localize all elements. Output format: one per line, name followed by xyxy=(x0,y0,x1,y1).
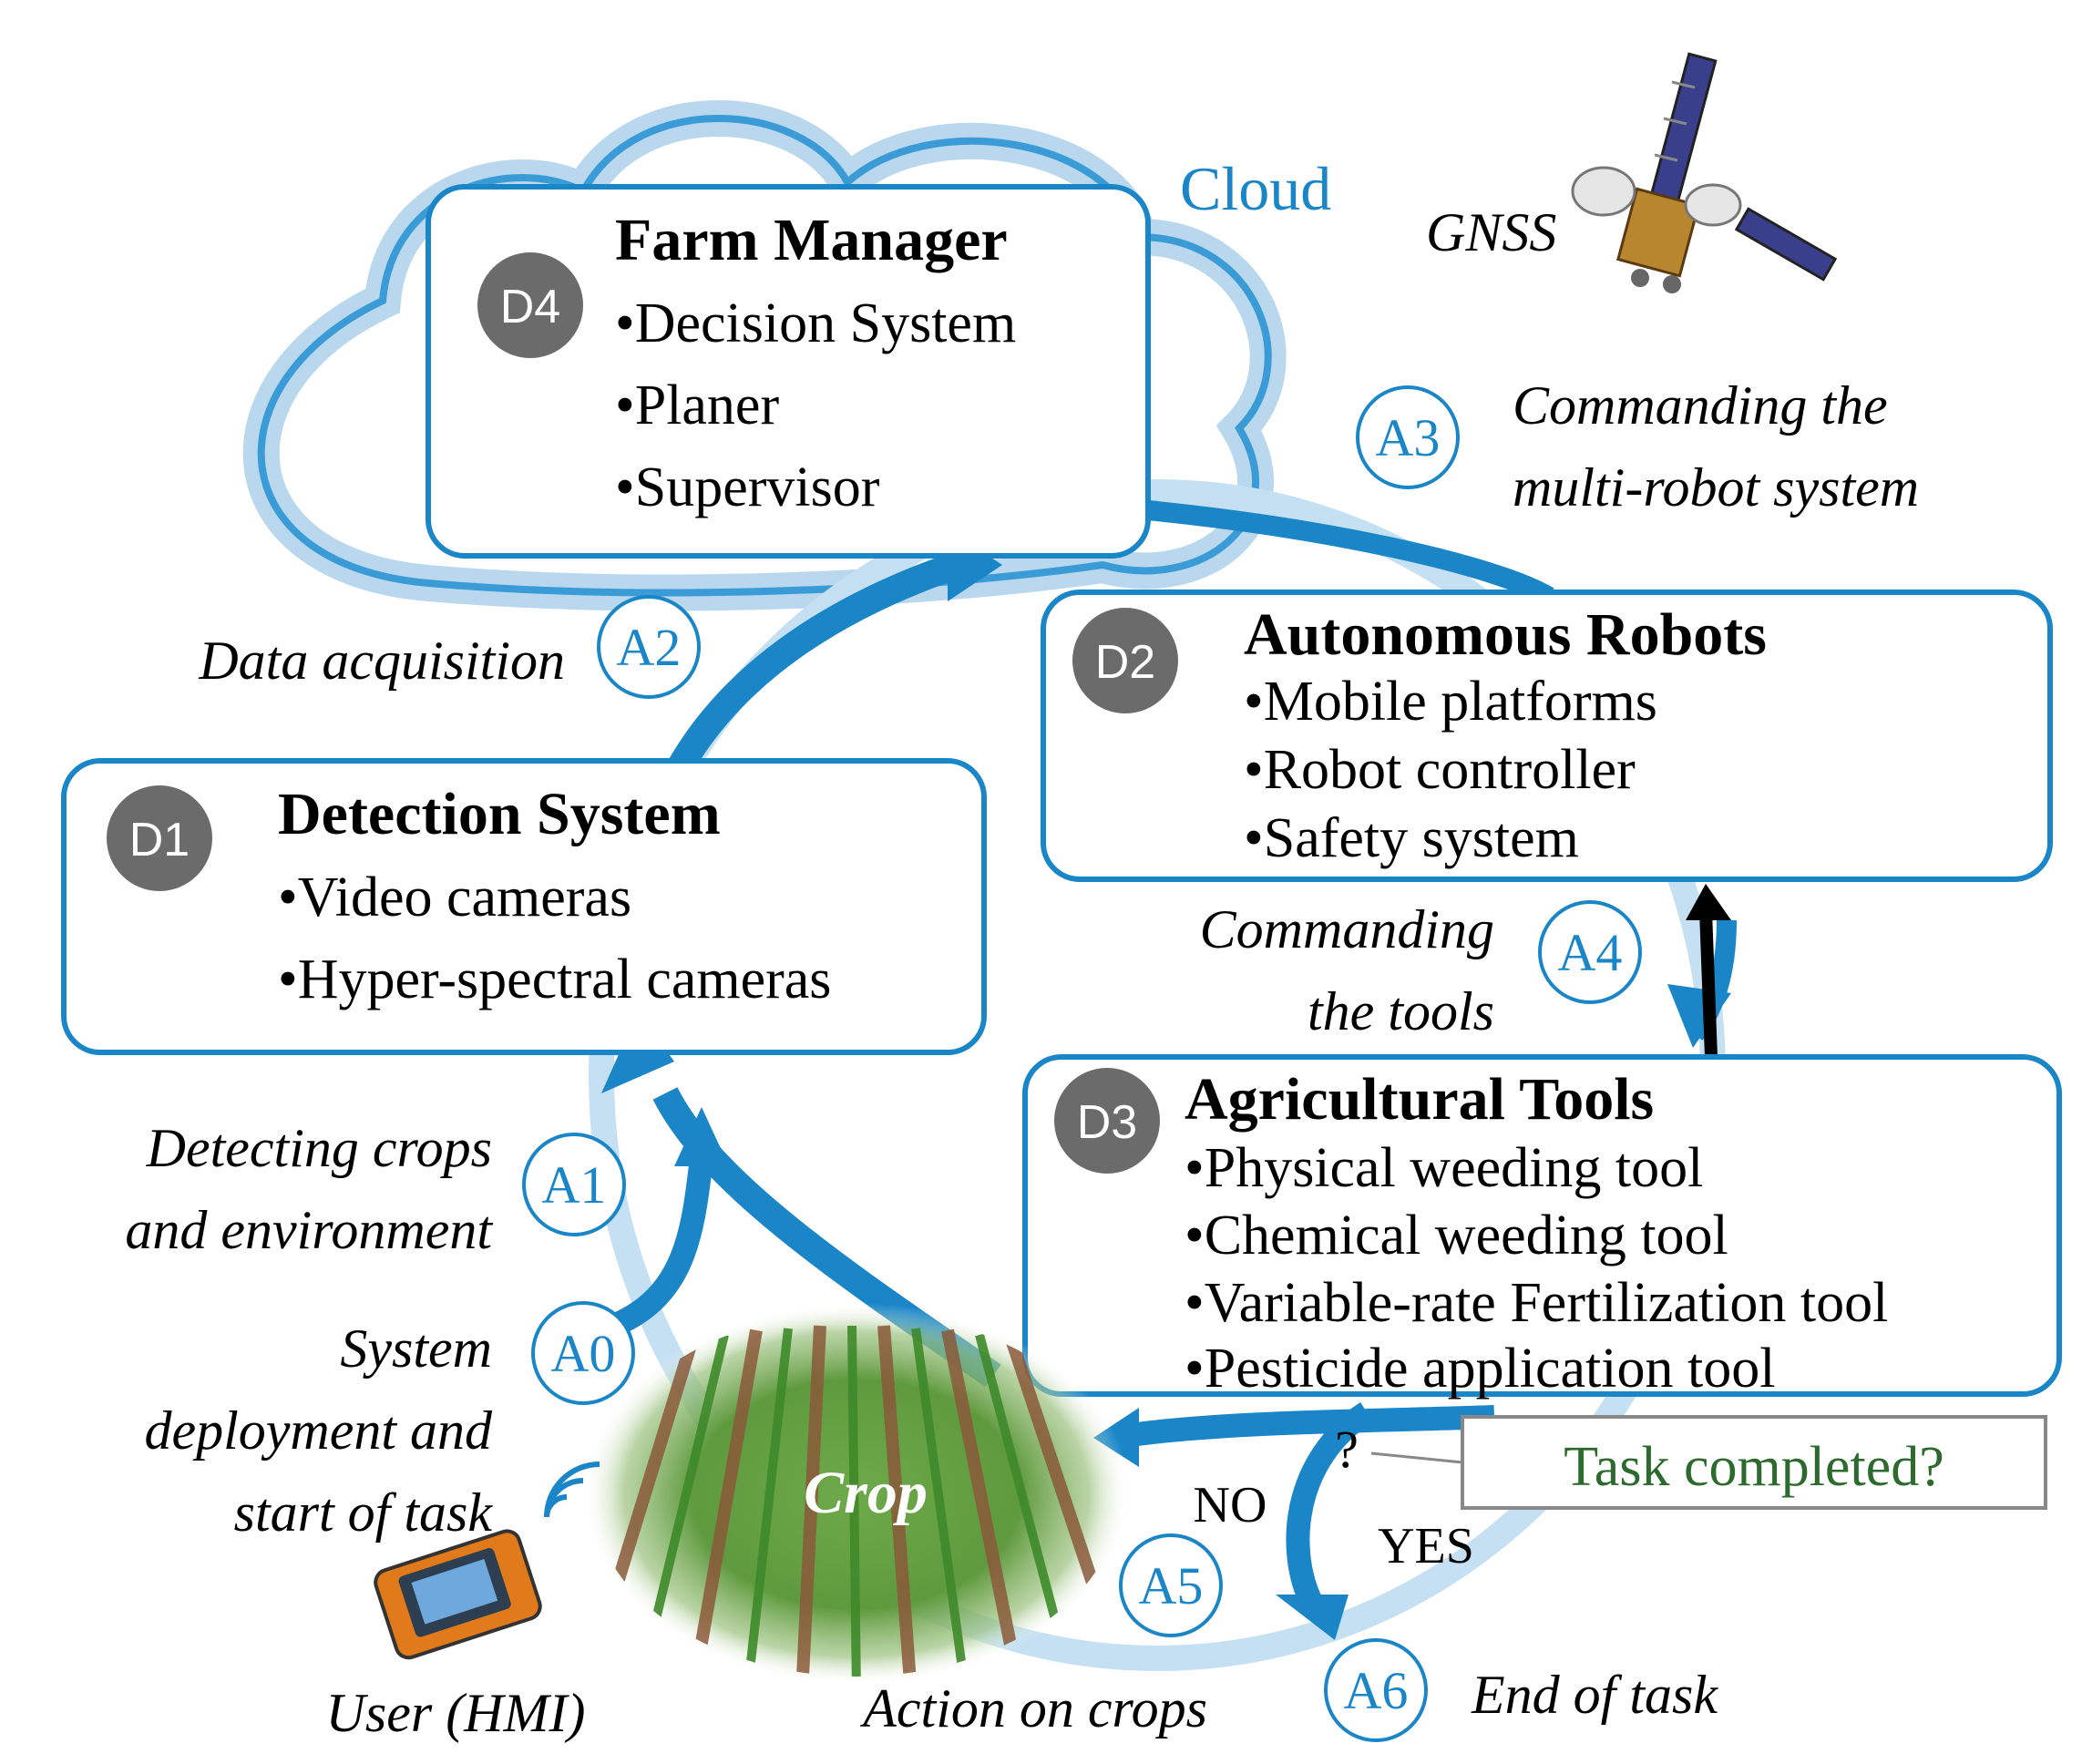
detection-system-item: •Video cameras xyxy=(278,867,631,928)
badge-d4-label: D4 xyxy=(500,281,560,333)
action-a4: A4 xyxy=(1538,900,1642,1004)
autonomous-robots-item: •Mobile platforms xyxy=(1244,671,1657,733)
autonomous-robots-title: Autonomous Robots xyxy=(1244,601,1767,668)
action-a4-label-line: Commanding xyxy=(1200,899,1494,959)
action-a1-id: A1 xyxy=(542,1155,607,1215)
action-a3-label-line: multi-robot system xyxy=(1513,457,1919,518)
agricultural-tools-item: •Pesticide application tool xyxy=(1185,1338,1775,1400)
action-a2-label-line: Data acquisition xyxy=(198,631,565,691)
action-a2: A2 xyxy=(597,595,701,699)
action-a3-label-line: Commanding the xyxy=(1513,375,1888,436)
hmi-tablet-icon xyxy=(374,1461,600,1660)
crop-field-image xyxy=(583,1303,1130,1686)
action-a0-label-line: deployment and xyxy=(144,1400,493,1461)
farm-manager-item: •Supervisor xyxy=(615,456,880,518)
detection-system-item: •Hyper-spectral cameras xyxy=(278,949,831,1010)
action-a5-id: A5 xyxy=(1139,1556,1204,1615)
badge-d3 xyxy=(1054,1068,1160,1174)
crop-label: Crop xyxy=(804,1460,928,1526)
decision-connector xyxy=(1370,1451,1463,1464)
action-a0-label-line: System xyxy=(340,1318,492,1379)
agricultural-tools-item: •Variable-rate Fertilization tool xyxy=(1185,1272,1888,1334)
agricultural-tools-title: Agricultural Tools xyxy=(1185,1066,1654,1133)
farm-manager-item: •Decision System xyxy=(615,292,1016,354)
box-agricultural-tools: D3 Agricultural Tools •Physical weeding … xyxy=(1022,1054,2062,1400)
action-a0: A0 xyxy=(531,1301,635,1405)
autonomous-robots-item: •Robot controller xyxy=(1244,739,1636,801)
agricultural-tools-item: •Physical weeding tool xyxy=(1185,1137,1703,1199)
action-a5: A5 xyxy=(1119,1533,1223,1637)
action-a3: A3 xyxy=(1356,385,1460,489)
farm-manager-item: •Planer xyxy=(615,374,779,436)
box-detection-system: D1 Detection System •Video cameras •Hype… xyxy=(61,758,987,1055)
action-a6: A6 xyxy=(1324,1638,1428,1742)
gnss-label: GNSS xyxy=(1426,202,1556,262)
decision-yes-label: YES xyxy=(1378,1518,1474,1574)
box-farm-manager: D4 Farm Manager •Decision System •Planer… xyxy=(426,184,1151,559)
badge-d1 xyxy=(107,785,212,891)
action-a4-id: A4 xyxy=(1558,923,1623,982)
decision-no-label: NO xyxy=(1194,1477,1267,1533)
user-hmi-label: User (HMI) xyxy=(326,1683,586,1743)
action-a4-label-line: the tools xyxy=(1308,981,1494,1041)
action-a5-label-line: Action on crops xyxy=(859,1678,1207,1738)
farm-manager-title: Farm Manager xyxy=(615,207,1008,273)
action-a1: A1 xyxy=(522,1133,626,1236)
detection-system-title: Detection System xyxy=(278,781,721,847)
autonomous-robots-item: •Safety system xyxy=(1244,807,1579,869)
badge-d1-label: D1 xyxy=(129,814,190,867)
task-completed-question: Task completed? xyxy=(1564,1436,1944,1498)
badge-d2-label: D2 xyxy=(1095,636,1155,689)
action-a1-label-line: and environment xyxy=(125,1200,493,1260)
decision-box: Task completed? xyxy=(1461,1415,2047,1510)
agricultural-tools-item: •Chemical weeding tool xyxy=(1185,1205,1728,1267)
action-a6-label-line: End of task xyxy=(1471,1665,1718,1725)
satellite-icon xyxy=(1571,52,1838,293)
action-a2-id: A2 xyxy=(617,618,682,677)
decision-mark: ? xyxy=(1335,1420,1359,1479)
action-a3-id: A3 xyxy=(1376,408,1441,467)
box-autonomous-robots: D2 Autonomous Robots •Mobile platforms •… xyxy=(1041,590,2053,882)
action-a6-id: A6 xyxy=(1344,1661,1409,1720)
badge-d2 xyxy=(1072,608,1178,713)
action-a0-id: A0 xyxy=(551,1324,616,1383)
action-a0-label-line: start of task xyxy=(234,1482,494,1543)
badge-d3-label: D3 xyxy=(1077,1096,1137,1149)
action-a1-label-line: Detecting crops xyxy=(146,1118,492,1178)
badge-d4 xyxy=(477,252,583,358)
cloud-shape xyxy=(242,100,1287,611)
cloud-label: Cloud xyxy=(1180,154,1331,223)
